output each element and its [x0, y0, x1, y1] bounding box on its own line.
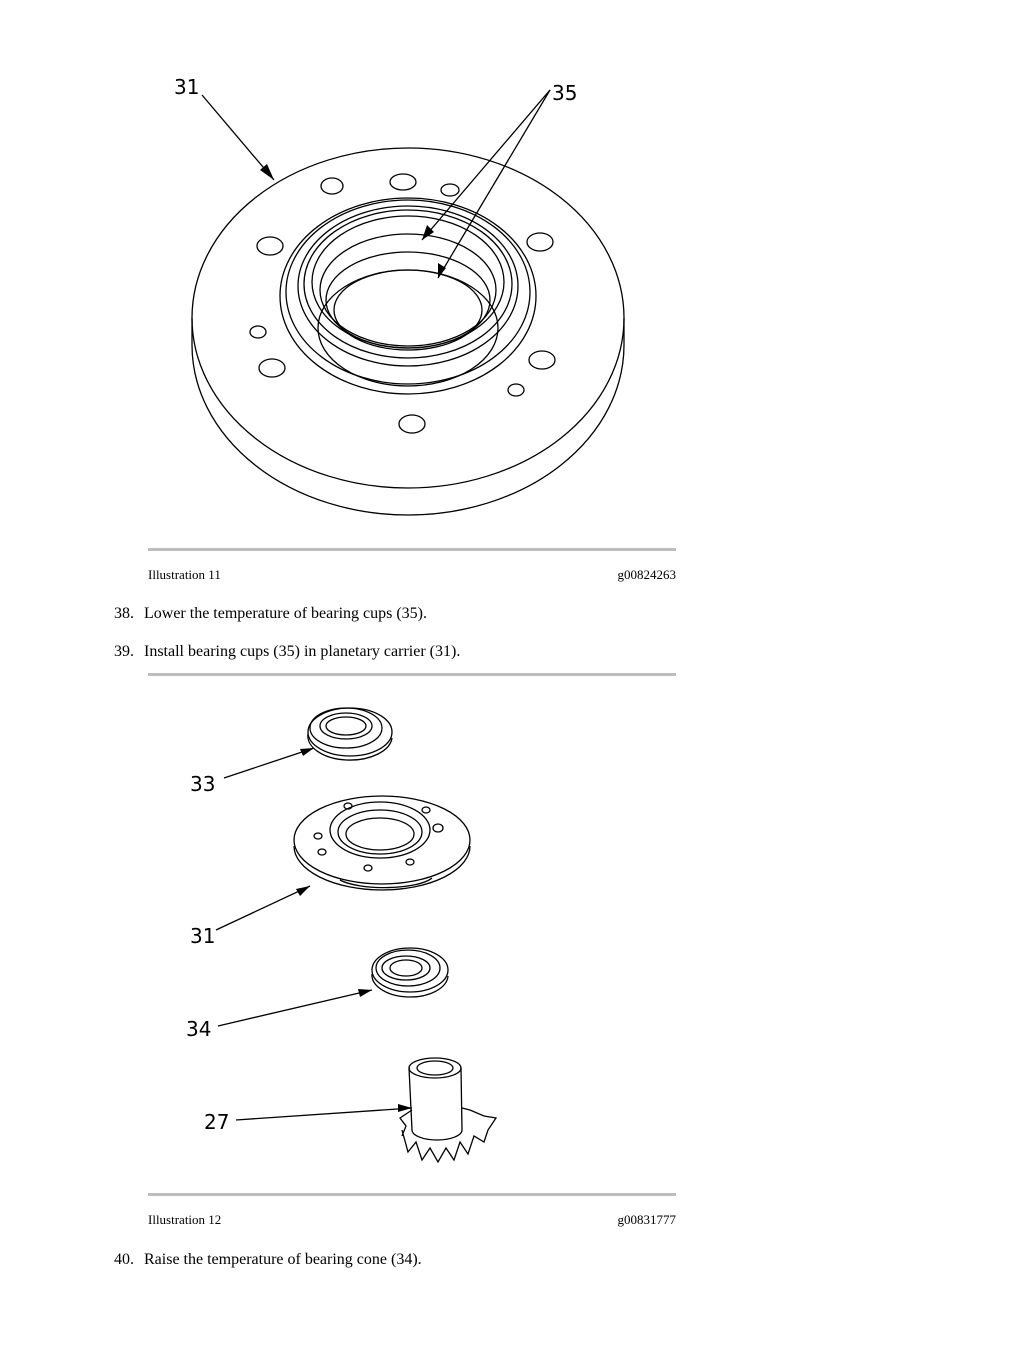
caption-label: Illustration 11: [148, 567, 221, 582]
divider: [148, 548, 676, 551]
illustration-12-drawing: 33 31 34 27: [186, 707, 498, 1164]
step-text: Lower the temperature of bearing cups (3…: [144, 605, 427, 622]
step-39: 39. Install bearing cups (35) in planetar…: [114, 643, 460, 661]
callout-35: 35: [552, 81, 577, 105]
step-number: 38.: [114, 605, 134, 622]
step-number: 40.: [114, 1251, 134, 1268]
figure-code: g00831777: [617, 1212, 677, 1227]
callout-31: 31: [190, 924, 215, 948]
step-text: Install bearing cups (35) in planetary c…: [144, 643, 461, 660]
step-text: Raise the temperature of bearing cone (3…: [144, 1251, 422, 1268]
figure-code: g00824263: [617, 567, 677, 582]
callout-34: 34: [186, 1017, 211, 1041]
callout-27: 27: [204, 1110, 229, 1134]
step-number: 39.: [114, 643, 134, 660]
divider: [148, 673, 676, 676]
illustration-12-caption: Illustration 12 g00831777: [148, 1212, 676, 1228]
callout-31: 31: [174, 75, 199, 99]
illustration-11-caption: Illustration 11 g00824263: [148, 567, 676, 583]
divider: [148, 1193, 676, 1196]
step-40: 40. Raise the temperature of bearing cone…: [114, 1251, 422, 1269]
callout-33: 33: [190, 772, 215, 796]
step-38: 38. Lower the temperature of bearing cups…: [114, 605, 427, 623]
illustration-11-drawing: 31 35: [174, 75, 625, 516]
caption-label: Illustration 12: [148, 1212, 222, 1227]
